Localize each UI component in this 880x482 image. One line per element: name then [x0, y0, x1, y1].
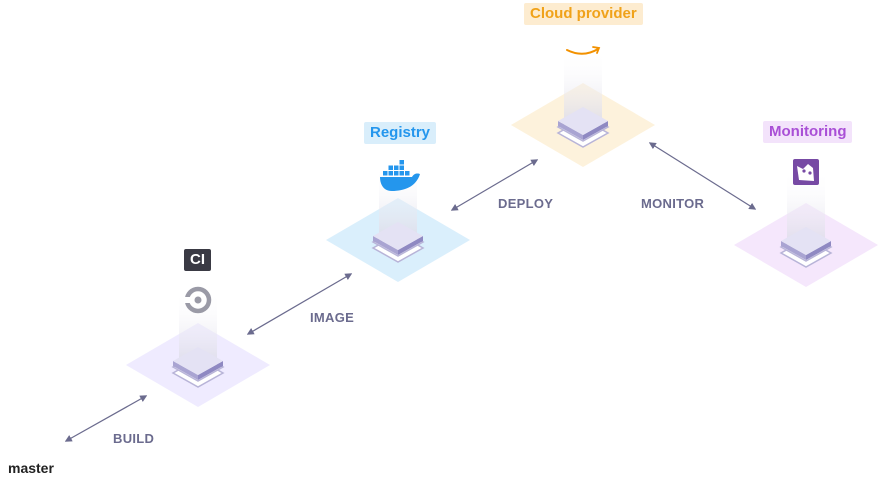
registry-block-top — [373, 222, 423, 250]
monitoring-block-left — [781, 241, 806, 260]
deploy-arrow — [450, 159, 539, 211]
datadog-icon — [793, 159, 819, 185]
docker-icon — [380, 160, 420, 191]
ci-stage-label: CI — [184, 249, 211, 271]
cloud-node — [511, 46, 655, 167]
registry-block-left — [373, 236, 398, 255]
registry-block-right — [398, 236, 423, 255]
monitoring-node — [734, 159, 878, 287]
registry-node — [326, 160, 470, 282]
cloud-block-left — [558, 121, 583, 140]
monitoring-stage-label: Monitoring — [763, 121, 853, 143]
monitoring-block-right — [806, 241, 831, 260]
ci-block-left — [173, 361, 198, 380]
cloud-provider-stage-label: Cloud provider — [524, 3, 643, 25]
monitoring-block-top — [781, 227, 831, 255]
build-arrow — [64, 395, 148, 442]
image-arrow — [246, 273, 353, 335]
cloud-block-top — [558, 107, 608, 135]
monitor-arrow — [648, 142, 757, 210]
monitor-edge-label: MONITOR — [641, 196, 705, 211]
ci-node — [126, 286, 270, 407]
master-branch-label: master — [8, 460, 54, 476]
ci-block-right — [198, 361, 223, 380]
registry-stage-label: Registry — [364, 122, 437, 144]
circleci-icon — [184, 286, 212, 314]
aws-icon — [566, 46, 601, 55]
ci-block-top — [173, 347, 223, 375]
image-edge-label: IMAGE — [310, 310, 355, 325]
deploy-edge-label: DEPLOY — [498, 196, 554, 211]
build-edge-label: BUILD — [113, 431, 155, 446]
cloud-block-right — [583, 121, 608, 140]
